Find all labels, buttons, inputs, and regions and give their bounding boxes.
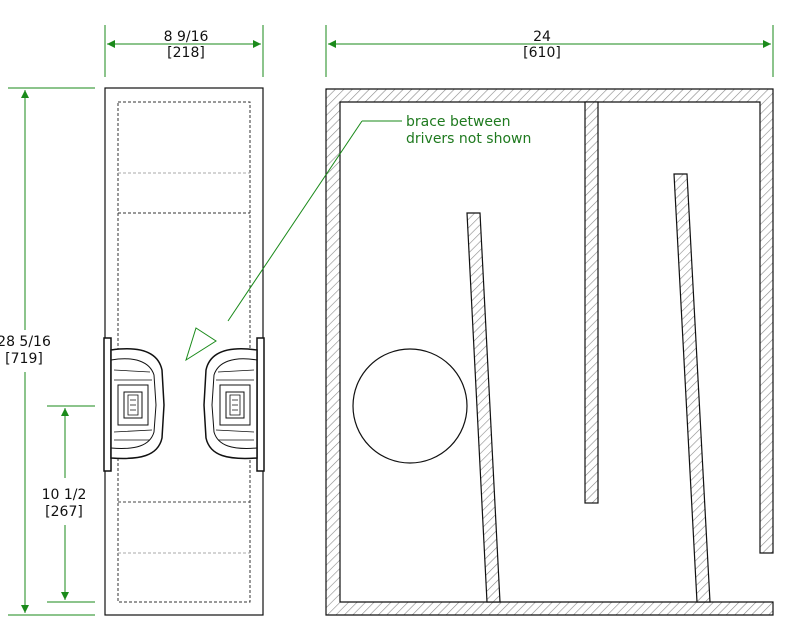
note-leader-arrowhead bbox=[185, 327, 217, 362]
driver-cutout-circle bbox=[352, 348, 468, 464]
right-driver bbox=[203, 337, 265, 472]
dimension-front-width: 24 [610] bbox=[325, 25, 774, 77]
front-width-metric: [610] bbox=[523, 45, 561, 61]
side-width-imperial: 8 9/16 bbox=[164, 29, 209, 45]
note-line-1: brace between bbox=[406, 114, 511, 130]
dimension-driver-height: 10 1/2 [267] bbox=[42, 405, 95, 603]
slanted-panel-left bbox=[466, 212, 501, 603]
dimension-side-width: 8 9/16 [218] bbox=[104, 25, 264, 77]
vertical-divider-panel bbox=[584, 101, 599, 504]
brace-note: brace between drivers not shown bbox=[185, 114, 531, 362]
driver-height-imperial: 10 1/2 bbox=[42, 487, 87, 503]
left-driver bbox=[103, 337, 165, 472]
side-view bbox=[103, 87, 265, 616]
height-metric: [719] bbox=[5, 351, 43, 367]
slanted-panel-right bbox=[673, 173, 711, 603]
front-width-imperial: 24 bbox=[533, 29, 551, 45]
side-width-metric: [218] bbox=[167, 45, 205, 61]
note-line-2: drivers not shown bbox=[406, 131, 531, 147]
section-view bbox=[325, 88, 774, 616]
driver-height-metric: [267] bbox=[45, 504, 83, 520]
enclosure-outer-wall bbox=[325, 88, 774, 616]
height-imperial: 28 5/16 bbox=[0, 334, 51, 350]
dimension-height: 28 5/16 [719] bbox=[0, 87, 95, 616]
